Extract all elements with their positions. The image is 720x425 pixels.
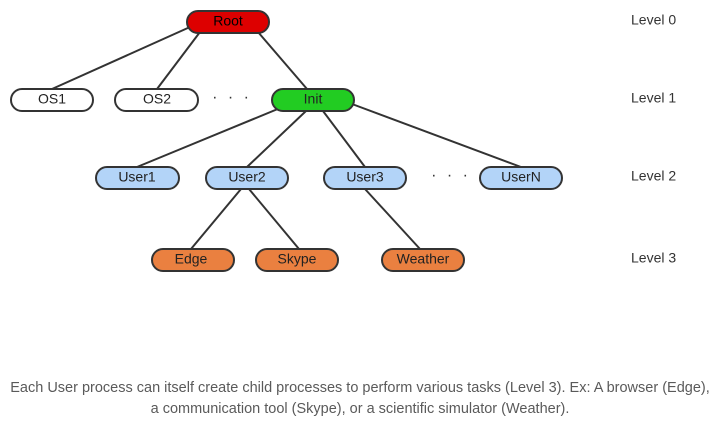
node-usern: UserN xyxy=(479,166,563,190)
node-usern-label: UserN xyxy=(501,169,541,185)
tree-edges xyxy=(51,26,522,250)
node-weather-label: Weather xyxy=(397,251,450,267)
node-edge: Edge xyxy=(151,248,235,272)
node-user3-label: User3 xyxy=(346,169,384,185)
edge-init-user3 xyxy=(322,110,366,168)
node-user3-shape xyxy=(323,166,407,190)
node-user2: User2 xyxy=(205,166,289,190)
ellipsis-level-1: · · · xyxy=(212,89,252,106)
edge-root-os2 xyxy=(156,31,201,90)
node-root: Root xyxy=(186,10,270,34)
node-root-label: Root xyxy=(213,13,243,29)
ellipsis-level-2: · · · xyxy=(431,167,471,184)
node-user1-label: User1 xyxy=(118,169,156,185)
edge-user3-weather xyxy=(364,188,421,250)
level-3-label: Level 3 xyxy=(631,250,676,266)
node-os2-shape xyxy=(114,88,199,112)
node-init-shape xyxy=(271,88,355,112)
diagram-caption: Each User process can itself create chil… xyxy=(10,380,710,417)
node-os1: OS1 xyxy=(10,88,94,112)
edge-user2-edge xyxy=(190,188,242,250)
node-user2-shape xyxy=(205,166,289,190)
level-2-label: Level 2 xyxy=(631,168,676,184)
edge-init-usern xyxy=(351,103,522,168)
node-os1-label: OS1 xyxy=(38,91,66,107)
node-skype-label: Skype xyxy=(278,251,317,267)
node-user1: User1 xyxy=(95,166,180,190)
node-init-label: Init xyxy=(304,91,323,107)
node-user2-label: User2 xyxy=(228,169,266,185)
edge-init-user2 xyxy=(246,110,307,168)
node-usern-shape xyxy=(479,166,563,190)
edge-root-os1 xyxy=(51,26,191,90)
node-os1-shape xyxy=(10,88,94,112)
node-user3: User3 xyxy=(323,166,407,190)
node-init: Init xyxy=(271,88,355,112)
node-edge-shape xyxy=(151,248,235,272)
node-user1-shape xyxy=(95,166,180,190)
edge-root-init xyxy=(257,31,308,90)
node-os2-label: OS2 xyxy=(143,91,171,107)
node-root-shape xyxy=(186,10,270,34)
level-0-label: Level 0 xyxy=(631,12,676,28)
edge-init-user1 xyxy=(136,105,286,168)
node-weather-shape xyxy=(381,248,465,272)
node-edge-label: Edge xyxy=(175,251,208,267)
edge-user2-skype xyxy=(248,188,300,250)
node-os2: OS2 xyxy=(114,88,199,112)
node-skype-shape xyxy=(255,248,339,272)
level-1-label: Level 1 xyxy=(631,90,676,106)
node-skype: Skype xyxy=(255,248,339,272)
node-weather: Weather xyxy=(381,248,465,272)
